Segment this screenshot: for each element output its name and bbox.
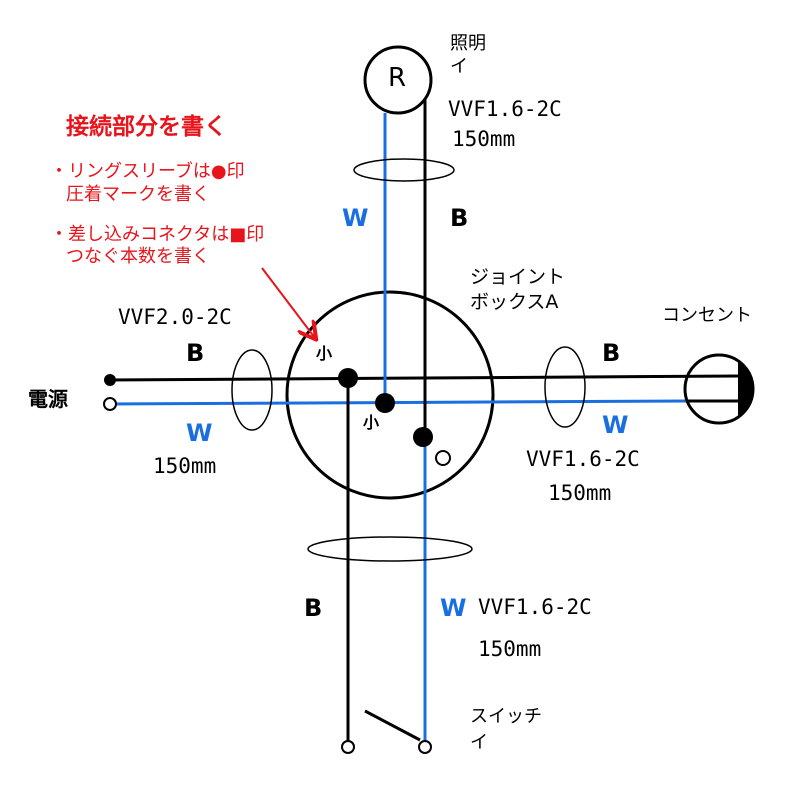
switch-terminal-2 [418,740,432,754]
switch-terminal-1 [341,740,355,754]
cable-mark-bottom [307,536,473,562]
cable-mark-left [231,349,273,431]
annotation-title: 接続部分を書く [66,114,227,140]
cable-mark-top [353,158,455,182]
bottom-black-label: B [304,594,323,622]
left-white-label: W [186,419,213,447]
switch-name: スイッチ [470,706,542,727]
bottom-cable-type: VVF1.6-2C [478,595,592,619]
bottom-cable-length: 150mm [478,637,542,661]
ring-sleeve-1 [338,368,358,388]
junction-box [285,290,495,500]
switch-label: イ [470,732,488,753]
ring-sleeve-2 [375,393,395,413]
top-white-label: W [342,204,369,232]
ring-sleeve-mark-o [435,450,451,466]
left-cable-length: 150mm [153,454,217,478]
power-terminal-white [103,397,117,411]
white-wire-power-outlet [109,399,689,406]
top-cable-length: 150mm [452,127,516,151]
outlet-ground-fill [738,361,753,417]
left-cable-type: VVF2.0-2C [118,305,232,329]
right-cable-length: 150mm [548,481,612,505]
note-connector: ・差し込みコネクタは■印 [50,224,265,245]
top-black-label: B [450,204,469,232]
switch-lever [364,709,421,742]
light-fixture [363,45,433,115]
cable-mark-right [544,346,586,428]
outlet-name: コンセント [662,305,752,326]
junction-box-name-2: ボックスA [470,291,559,313]
junction-box-name-1: ジョイント [470,266,566,288]
ring-sleeve-3 [413,427,433,447]
sleeve-mark-small-1: 小 [316,344,333,363]
note-ring-sleeve: ・リングスリーブは●印 [50,161,245,182]
left-black-label: B [186,339,205,367]
outlet-symbol [683,353,755,425]
bottom-white-label: W [440,594,467,622]
sleeve-mark-small-2: 小 [363,413,380,432]
power-name: 電源 [28,387,68,411]
top-cable-type: VVF1.6-2C [448,97,562,121]
note-wire-count: つなぐ本数を書く [66,246,210,267]
power-terminal-black [104,374,116,386]
light-label: イ [450,56,468,77]
note-crimp-mark: 圧着マークを書く [66,184,210,205]
right-cable-type: VVF1.6-2C [526,447,640,471]
light-symbol: R [388,63,407,93]
light-name: 照明 [450,33,486,54]
annotation-arrow [261,267,315,338]
right-black-label: B [602,339,621,367]
right-white-label: W [602,411,629,439]
